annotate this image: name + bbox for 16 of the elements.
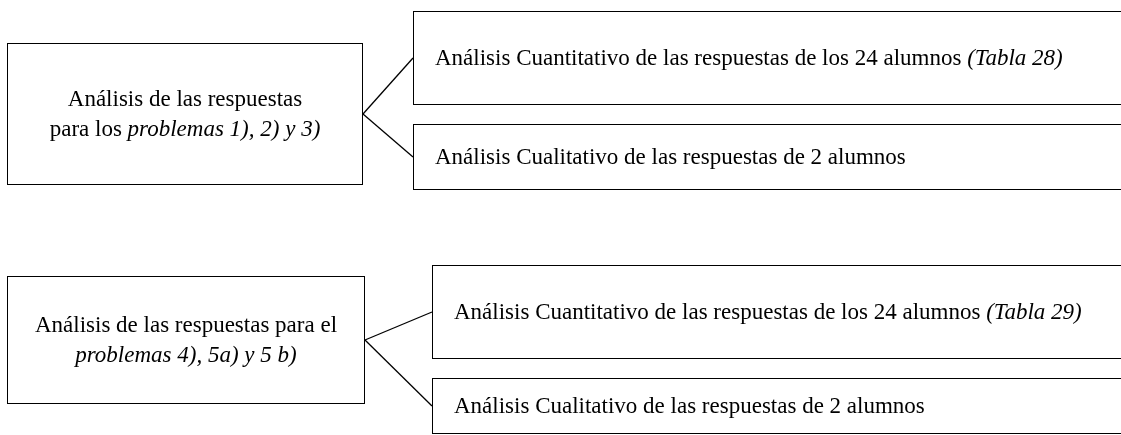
box-text: Análisis Cualitativo de las respuestas de 2 alumnos [435,143,907,171]
box-text: Análisis Cualitativo de las respuestas de 2 alumnos [454,392,926,420]
text-box [7,43,363,185]
connector-line [364,311,433,341]
text-box [7,276,365,404]
text-box [413,11,1121,105]
text-box [413,124,1121,190]
box-text: Análisis de las respuestas para el problemas 4), 5a) y 5 b) [33,311,339,369]
connector-line [364,339,433,407]
connector-line [362,113,414,158]
text-box [432,378,1121,434]
box-text: Análisis Cuantitativo de las respuestas de los 24 alumnos (Tabla 29) [454,298,1083,326]
connector-line [362,57,414,115]
text-box [432,265,1121,359]
box-text: Análisis Cuantitativo de las respuestas de los 24 alumnos (Tabla 28) [435,44,1064,72]
box-text: Análisis de las respuestas para los problemas 1), 2) y 3) [48,85,322,143]
